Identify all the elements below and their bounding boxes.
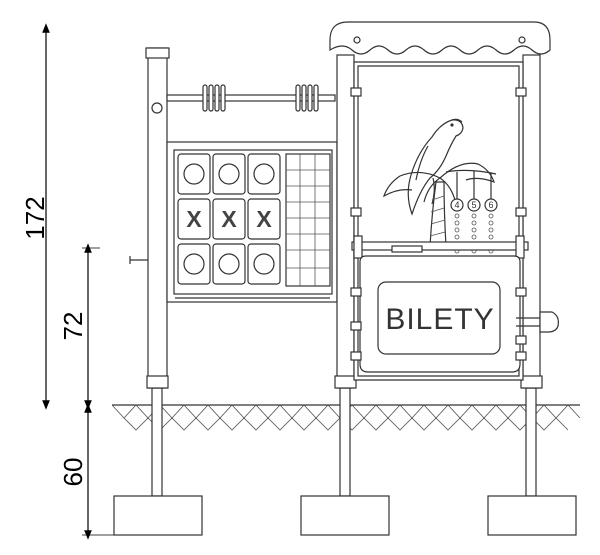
tictactoe-cell: X — [177, 198, 211, 240]
counter-shelf — [351, 235, 529, 259]
tictactoe-mark: X — [256, 206, 272, 232]
foundation-block-left — [113, 495, 203, 536]
parrot-illustration — [407, 118, 464, 216]
dimension-lines: 172 72 60 — [20, 23, 115, 540]
tictactoe-cell — [177, 243, 211, 285]
abacus-number-4: 4 — [454, 200, 459, 210]
bolts — [350, 87, 527, 361]
palm-leaves-icon — [382, 162, 495, 205]
tictactoe-cell — [212, 243, 246, 285]
tictactoe-mark: X — [221, 206, 237, 232]
ring-group-left — [202, 84, 226, 112]
foundations — [113, 387, 577, 536]
abacus-number-5: 5 — [471, 200, 476, 210]
ticket-sign: BILETY — [359, 255, 521, 373]
dim-label-172: 172 — [20, 196, 50, 239]
dim-label-60: 60 — [58, 458, 88, 487]
parrot-icon — [407, 119, 464, 216]
left-post — [129, 47, 170, 389]
tictactoe-cell — [247, 153, 281, 195]
tictactoe-mark: X — [186, 206, 202, 232]
ticket-sign-board — [377, 281, 501, 355]
foundation-block-right — [487, 495, 577, 536]
roof-canopy — [329, 21, 551, 55]
top-ring-bar — [166, 84, 336, 112]
dim-label-72: 72 — [58, 312, 88, 341]
tictactoe-cell: X — [212, 198, 246, 240]
tictactoe-cell — [247, 243, 281, 285]
ring-group-right — [295, 84, 319, 112]
roof — [329, 21, 551, 55]
middle-post — [334, 54, 357, 389]
ticket-sign-label: BILETY — [385, 303, 494, 336]
abacus-number-6: 6 — [488, 200, 493, 210]
tictactoe-cell: X — [247, 198, 281, 240]
side-handle — [516, 311, 559, 333]
tictactoe-cell — [212, 153, 246, 195]
tictactoe-cell — [177, 153, 211, 195]
score-grid — [285, 153, 331, 287]
foundation-block-middle — [300, 495, 390, 536]
